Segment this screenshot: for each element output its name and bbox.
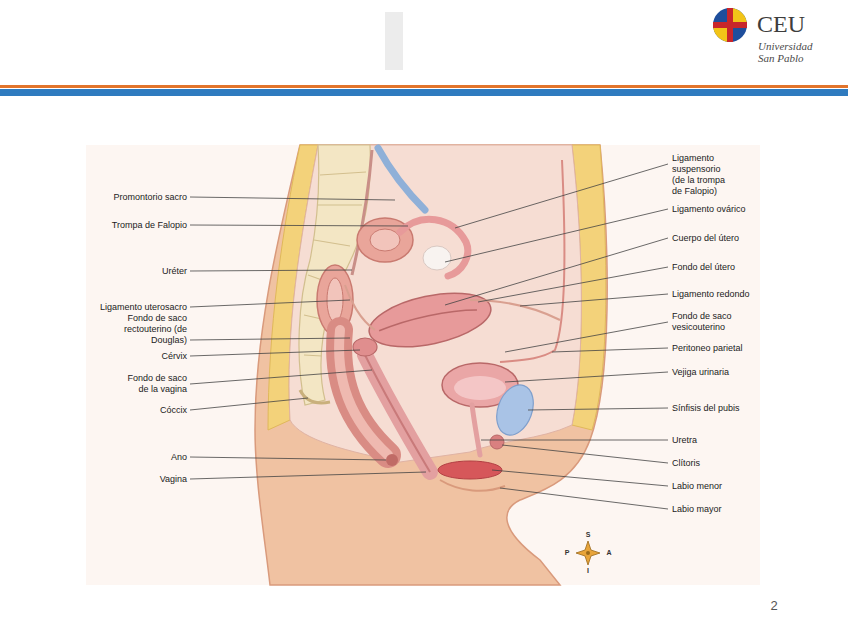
compass-letter: A <box>604 549 614 557</box>
part-label: Peritoneo parietal <box>672 343 822 354</box>
part-label: Ano <box>67 452 187 463</box>
figure-ground <box>86 145 760 585</box>
part-label: Uretra <box>672 435 822 446</box>
part-label: Vagina <box>67 474 187 485</box>
part-label: Ligamento ovárico <box>672 204 822 215</box>
header-bar <box>0 85 848 88</box>
part-label: Fondo del útero <box>672 262 822 273</box>
header-bar <box>0 89 848 96</box>
part-label: Labio menor <box>672 481 822 492</box>
logo-emblem <box>713 8 747 42</box>
part-label: Uréter <box>67 266 187 277</box>
part-label: Cérvix <box>67 351 187 362</box>
compass-rose <box>576 541 600 565</box>
part-label: Ligamento redondo <box>672 289 822 300</box>
part-label: Ligamento suspensorio (de la trompa de F… <box>672 153 736 197</box>
part-label: Sínfisis del pubis <box>672 403 822 414</box>
part-label: Vejiga urinaria <box>672 367 822 378</box>
part-label: Ligamento uterosacro <box>67 302 187 313</box>
part-label: Trompa de Falopio <box>67 220 187 231</box>
part-label: Cóccix <box>67 405 187 416</box>
part-label: Fondo de saco rectouterino (de Douglas) <box>95 313 187 346</box>
leader-lines <box>190 164 668 509</box>
anatomy-drawing <box>255 145 607 585</box>
part-label: Clítoris <box>672 458 822 469</box>
grey-block <box>385 12 403 70</box>
part-label: Fondo de saco vesicouterino <box>672 311 748 333</box>
page-number: 2 <box>766 598 782 613</box>
logo-text: Universidad San Pablo <box>758 40 824 64</box>
compass-letter: I <box>583 567 593 575</box>
part-label: Labio mayor <box>672 504 822 515</box>
part-label: Cuerpo del útero <box>672 233 822 244</box>
part-label: Fondo de saco de la vagina <box>121 373 187 395</box>
compass-letter: S <box>583 531 593 539</box>
logo-text: CEU <box>757 11 832 37</box>
part-label: Promontorio sacro <box>67 192 187 203</box>
compass-letter: P <box>562 549 572 557</box>
